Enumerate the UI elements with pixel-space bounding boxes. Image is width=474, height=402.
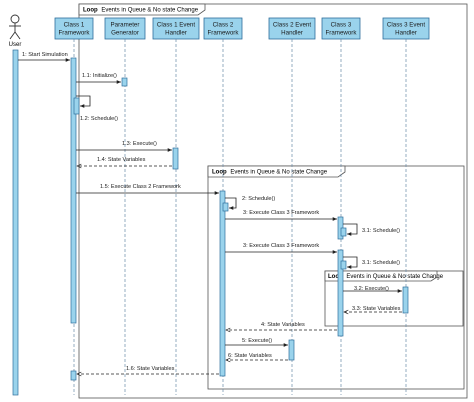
activation-class1-framework <box>70 57 77 324</box>
activation-parameter-generator <box>121 77 128 87</box>
loop-frame-outer-keyword: Loop <box>83 8 98 14</box>
lifeline-header-class2-framework: Class 2 Framework <box>203 17 243 40</box>
svg-text:Loop Events in Queue & N: Loop Events in Queue & No state Change <box>328 274 444 280</box>
activation-class1-framework-self <box>73 97 80 115</box>
loop-frame-middle-keyword: Loop <box>212 170 227 176</box>
message-state-variables-1-4: 1.4: State Variables <box>77 157 172 166</box>
message-label: 3: Execute Class 3 Framework <box>243 243 319 249</box>
message-state-variables-4: 4: State Variables <box>226 322 337 330</box>
message-execute-3-2: 3.2: Execute() <box>343 286 402 293</box>
actor-user: User <box>9 14 22 48</box>
activation-class3-framework-a-self <box>340 227 347 237</box>
stick-figure-icon <box>9 14 21 40</box>
loop-frame-inner-keyword: Loop <box>328 274 343 280</box>
header-line1: Parameter <box>111 22 140 29</box>
message-schedule-self: 1.2: Schedule() <box>76 95 118 122</box>
message-label: 1.6: State Variables <box>126 366 175 372</box>
lifeline-header-parameter-generator: Parameter Generator <box>104 17 146 40</box>
message-label: 1.2: Schedule() <box>80 116 118 122</box>
activation-class1-framework-end <box>70 370 77 381</box>
message-execute-class3-framework-b: 3: Execute Class 3 Framework <box>225 243 337 254</box>
header-line2: Generator <box>111 30 139 37</box>
message-label: 3.1: Schedule() <box>362 260 400 266</box>
message-state-variables-1-6: 1.6: State Variables <box>77 366 219 374</box>
lifeline-header-class1-event-handler: Class 1 Event Handler <box>152 17 200 40</box>
loop-frame-inner: Loop Events in Queue & No state Change <box>324 270 464 327</box>
message-label: 1: Start Simulation <box>22 52 68 58</box>
message-label: 3.2: Execute() <box>354 286 389 292</box>
message-state-variables-6: 6: State Variables <box>226 353 288 360</box>
message-label: 3: Execute Class 3 Framework <box>243 210 319 216</box>
activation-class2-framework <box>219 190 226 377</box>
message-execute-1: 1.3: Execute() <box>76 141 172 152</box>
activation-user <box>12 49 19 396</box>
message-schedule-2-self: 2: Schedule() <box>225 196 275 210</box>
header-line1: Class 2 <box>213 22 234 29</box>
header-line2: Handler <box>281 30 303 37</box>
activation-class2-framework-self <box>222 202 229 212</box>
message-label: 2: Schedule() <box>242 196 275 202</box>
lifeline-header-class3-framework: Class 3 Framework <box>321 17 361 40</box>
header-line2: Framework <box>59 30 91 37</box>
message-label: 1.5: Execute Class 2 Framework <box>100 184 181 190</box>
lifeline-header-class1-framework: Class 1 Framework <box>54 17 94 40</box>
header-line2: Framework <box>326 30 358 37</box>
message-label: 5: Execute() <box>242 338 272 344</box>
header-line1: Class 2 Event <box>273 22 311 29</box>
message-label: 1.3: Execute() <box>122 141 157 147</box>
header-line2: Handler <box>165 30 187 37</box>
lifeline-header-class2-event-handler: Class 2 Event Handler <box>268 17 316 40</box>
message-execute-5: 5: Execute() <box>225 338 288 347</box>
message-schedule-3-1-b-self: 3.1: Schedule() <box>343 256 400 269</box>
activation-class1-event-handler <box>172 147 179 170</box>
message-state-variables-3-3: 3.3: State Variables <box>344 306 402 312</box>
message-label: 1.1: Initialize() <box>82 73 117 79</box>
activation-class3-framework-b <box>337 249 344 337</box>
header-line1: Class 3 Event <box>387 22 425 29</box>
header-line1: Class 1 Event <box>157 22 195 29</box>
header-line2: Framework <box>208 30 240 37</box>
svg-text:Loop Events in Queue & N: Loop Events in Queue & No state Change <box>83 8 199 14</box>
header-line2: Handler <box>395 30 417 37</box>
loop-frame-outer: Loop Events in Queue & No state Change <box>78 3 468 399</box>
message-execute-class2-framework: 1.5: Execute Class 2 Framework <box>76 184 219 195</box>
header-line1: Class 3 <box>331 22 352 29</box>
activation-class2-event-handler <box>288 339 295 361</box>
activation-class3-event-handler <box>402 286 409 314</box>
message-initialize: 1.1: Initialize() <box>76 73 121 84</box>
message-label: 1.4: State Variables <box>97 157 146 163</box>
message-execute-class3-framework-a: 3: Execute Class 3 Framework <box>225 210 337 221</box>
actor-label: User <box>9 42 22 48</box>
message-label: 3.3: State Variables <box>352 306 401 312</box>
header-line1: Class 1 <box>64 22 85 29</box>
loop-frame-outer-condition: Events in Queue & No state Change <box>101 8 198 14</box>
loop-frame-inner-condition: Events in Queue & No state Change <box>346 274 443 280</box>
lifeline-header-class3-event-handler: Class 3 Event Handler <box>382 17 430 40</box>
message-label: 4: State Variables <box>261 322 305 328</box>
message-label: 3.1: Schedule() <box>362 228 400 234</box>
loop-frame-middle-condition: Events in Queue & No state Change <box>230 170 327 176</box>
loop-frame-middle: Loop Events in Queue & No state Change <box>207 165 465 390</box>
message-label: 6: State Variables <box>228 353 272 359</box>
message-schedule-3-1-a-self: 3.1: Schedule() <box>343 223 400 236</box>
message-start-simulation: 1: Start Simulation <box>18 52 70 62</box>
svg-text:Loop Events in Queue & N: Loop Events in Queue & No state Change <box>212 170 328 176</box>
activation-class3-framework-b-self <box>340 260 347 270</box>
